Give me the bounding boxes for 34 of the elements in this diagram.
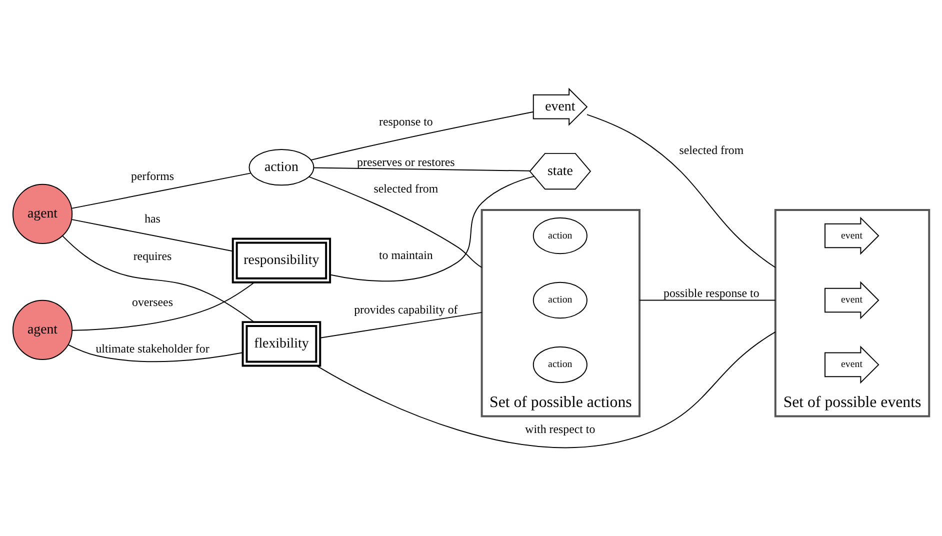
edge-label: selected from xyxy=(374,181,438,196)
connector xyxy=(310,110,534,160)
node-box: responsibility xyxy=(232,237,332,283)
connector xyxy=(586,114,776,268)
edge-label: possible response to xyxy=(664,285,760,300)
edge-label: requires xyxy=(133,248,172,263)
connector xyxy=(62,235,254,322)
connector xyxy=(330,175,535,282)
edge-label: preserves or restores xyxy=(357,154,455,168)
edge-label: ultimate stakeholder for xyxy=(96,340,210,355)
connector xyxy=(72,281,255,330)
node-circle: agent xyxy=(12,299,73,360)
connector xyxy=(313,166,530,171)
connector xyxy=(639,299,776,300)
edge-label: performs xyxy=(131,168,174,182)
node-circle: agent xyxy=(12,183,73,244)
edge-label: has xyxy=(144,210,160,225)
connector xyxy=(68,344,244,362)
edge-label: provides capability of xyxy=(354,302,458,316)
node-ellipse: action xyxy=(532,346,588,383)
edge-label: oversees xyxy=(132,294,173,308)
edge-label: response to xyxy=(379,114,433,128)
connector xyxy=(72,218,233,252)
connector xyxy=(72,172,252,208)
node-ellipse: action xyxy=(248,148,314,186)
edge-label: to maintain xyxy=(379,248,433,262)
edge-label: selected from xyxy=(679,142,744,157)
connector xyxy=(316,330,776,448)
node-ellipse: action xyxy=(532,281,588,318)
connector xyxy=(308,176,482,268)
node-ellipse: action xyxy=(532,216,588,254)
edge-label: with respect to xyxy=(525,421,596,436)
node-box: flexibility xyxy=(242,320,322,366)
connector xyxy=(320,311,482,338)
